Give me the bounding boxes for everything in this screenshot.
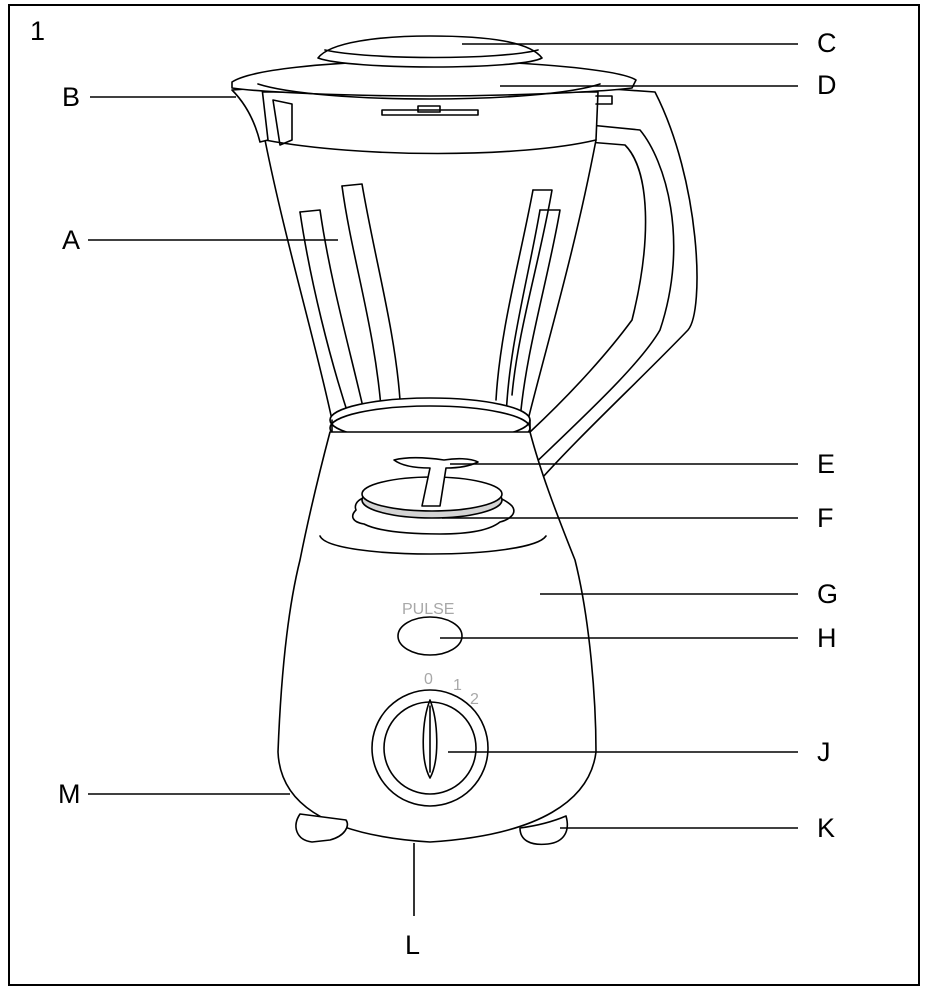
figure-number: 1: [30, 16, 46, 46]
label-k: K: [817, 813, 836, 843]
label-a: A: [62, 225, 81, 255]
blade: [393, 456, 479, 507]
speed-dial[interactable]: [371, 689, 489, 807]
lid: [231, 59, 637, 116]
label-f: F: [817, 503, 834, 533]
label-h: H: [817, 623, 837, 653]
label-m: M: [58, 779, 81, 809]
label-d: D: [817, 70, 837, 100]
label-g: G: [817, 579, 839, 609]
pulse-label: PULSE: [402, 601, 454, 618]
jug: [231, 87, 599, 451]
speed-label-0: 0: [424, 671, 433, 688]
label-e: E: [817, 449, 836, 479]
label-c: C: [817, 28, 837, 58]
pulse-button[interactable]: [397, 616, 463, 656]
lid-cap: [317, 35, 543, 68]
speed-label-1: 1: [453, 677, 462, 694]
leader-lines: [88, 43, 798, 916]
figure-frame: [8, 4, 920, 986]
label-j: J: [817, 737, 831, 767]
speed-label-2: 2: [470, 691, 479, 708]
label-b: B: [62, 82, 81, 112]
label-l: L: [405, 930, 421, 960]
